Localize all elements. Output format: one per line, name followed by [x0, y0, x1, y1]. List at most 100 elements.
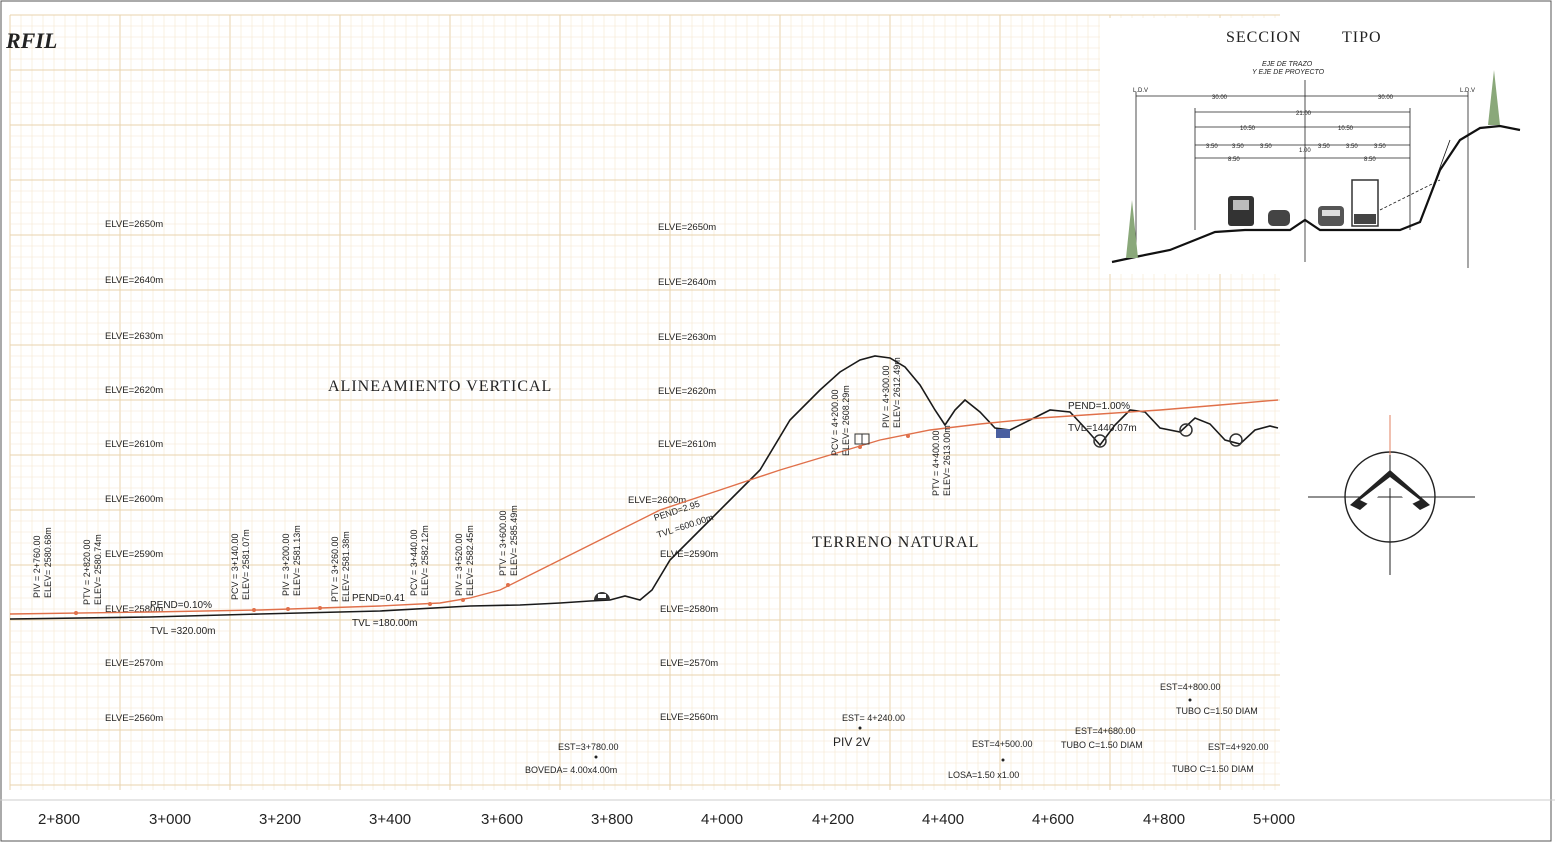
structure-label: BOVEDA= 4.00x4.00m — [525, 765, 617, 775]
vpoint-label: PIV = 3+200.00 — [281, 533, 291, 596]
svg-text:30.00: 30.00 — [1378, 95, 1394, 101]
svg-text:10.50: 10.50 — [1338, 126, 1354, 132]
vpoint-label: ELEV= 2613.00m — [942, 425, 952, 496]
grade-label: TVL =320.00m — [150, 626, 216, 637]
structure-labels: EST=3+780.00 BOVEDA= 4.00x4.00m EST= 4+2… — [525, 682, 1269, 780]
vpoint-label: PIV = 2+760.00 — [32, 535, 42, 598]
elev-label: ELVE=2640m — [658, 277, 716, 288]
structure-label: TUBO C=1.50 DIAM — [1061, 740, 1143, 750]
station-label: 5+000 — [1253, 811, 1295, 828]
elevation-labels-mid: ELVE=2650m ELVE=2640m ELVE=2630m ELVE=26… — [628, 222, 718, 723]
station-label: 3+400 — [369, 811, 411, 828]
station-label: 2+800 — [38, 811, 80, 828]
elevation-labels-left: ELVE=2650m ELVE=2640m ELVE=2630m ELVE=26… — [105, 219, 163, 724]
elev-label: ELVE=2610m — [105, 439, 163, 450]
svg-text:3.50: 3.50 — [1318, 144, 1330, 150]
station-label: 3+600 — [481, 811, 523, 828]
vpoint-label: ELEV= 2581.13m — [292, 525, 302, 596]
station-label: 4+200 — [812, 811, 854, 828]
grade-label: PEND=1.00% — [1068, 401, 1130, 412]
section-ground — [1111, 124, 1521, 264]
station-label: 4+400 — [922, 811, 964, 828]
grade-label: TVL=1440.07m — [1068, 423, 1137, 434]
elev-label: ELVE=2570m — [660, 658, 718, 669]
vpoint-label: ELEV= 2608.29m — [841, 385, 851, 456]
structure-label: EST=4+800.00 — [1160, 682, 1221, 692]
svg-text:8.50: 8.50 — [1364, 157, 1376, 163]
grade-label: TVL =180.00m — [352, 618, 418, 629]
losa-icon — [996, 429, 1010, 438]
vpoint-label: PIV = 4+300.00 — [881, 365, 891, 428]
vpoint-label: ELEV= 2582.12m — [420, 525, 430, 596]
elev-label: ELVE=2590m — [660, 549, 718, 560]
vpoint-label: ELEV= 2580.74m — [93, 534, 103, 605]
vpoint-label: PTV = 3+260.00 — [330, 536, 340, 602]
elev-label: ELVE=2580m — [660, 604, 718, 615]
elev-label: ELVE=2630m — [658, 332, 716, 343]
elev-label: ELVE=2580m — [105, 604, 163, 615]
structure-label: TUBO C=1.50 DIAM — [1176, 706, 1258, 716]
elev-label: ELVE=2620m — [658, 386, 716, 397]
vpoint-label: ELEV= 2580.68m — [43, 527, 53, 598]
vpoint-label: ELEV= 2582.45m — [465, 525, 475, 596]
structure-label: EST=4+920.00 — [1208, 742, 1269, 752]
vpoint-label: ELEV= 2612.49m — [892, 357, 902, 428]
station-label: 4+800 — [1143, 811, 1185, 828]
seccion-title: SECCION — [1226, 29, 1301, 46]
elev-label: ELVE=2570m — [105, 658, 163, 669]
vpoint-label: PTV = 3+600.00 — [498, 510, 508, 576]
station-label: 3+000 — [149, 811, 191, 828]
station-label: 4+600 — [1032, 811, 1074, 828]
grade-label: PEND=0.10% — [150, 600, 212, 611]
svg-text:8.50: 8.50 — [1228, 157, 1240, 163]
ldv-label: L.D.V — [1460, 88, 1475, 94]
station-label: 4+000 — [701, 811, 743, 828]
svg-text:3.50: 3.50 — [1206, 144, 1218, 150]
grade-points — [74, 434, 910, 615]
structure-markers — [594, 423, 1243, 600]
structure-label: EST=4+500.00 — [972, 739, 1033, 749]
vehicle-icons — [1228, 179, 1379, 227]
tubo-icon — [1229, 433, 1243, 447]
vpoint-label: PIV = 3+520.00 — [454, 533, 464, 596]
seccion-tipo: SECCION TIPO EJE DE TRAZO Y EJE DE PROYE… — [1100, 18, 1540, 274]
vpoint-label: PTV = 2+820.00 — [82, 539, 92, 605]
elev-label: ELVE=2630m — [105, 331, 163, 342]
svg-text:21.00: 21.00 — [1296, 111, 1312, 117]
vpoint-label: PCV = 3+440.00 — [409, 529, 419, 596]
grade-label: PEND=0.41 — [352, 593, 406, 604]
vpoint-label: PTV = 4+400.00 — [931, 430, 941, 496]
vpoint-label: PCV = 3+140.00 — [230, 533, 240, 600]
structure-label: PIV 2V — [833, 735, 870, 749]
svg-text:3.50: 3.50 — [1260, 144, 1272, 150]
north-arrow-icon — [1308, 415, 1475, 575]
station-labels: 2+800 3+000 3+200 3+400 3+600 3+800 4+00… — [38, 811, 1295, 828]
terrain-line — [9, 355, 1279, 620]
elev-label: ELVE=2650m — [105, 219, 163, 230]
alineamiento-title: ALINEAMIENTO VERTICAL — [328, 378, 552, 395]
grade-line — [9, 399, 1279, 615]
svg-text:30.00: 30.00 — [1212, 95, 1228, 101]
frame-title: RFIL — [5, 28, 57, 53]
station-label: 3+200 — [259, 811, 301, 828]
svg-text:3.50: 3.50 — [1232, 144, 1244, 150]
tipo-title: TIPO — [1342, 29, 1382, 46]
structure-label: EST=3+780.00 — [558, 742, 619, 752]
elev-label: ELVE=2560m — [660, 712, 718, 723]
tubo-icon — [1179, 423, 1193, 437]
eje-label: EJE DE TRAZO — [1262, 61, 1313, 68]
tree-icons — [1126, 70, 1500, 258]
vpoint-label: ELEV= 2581.38m — [341, 531, 351, 602]
structure-label: TUBO C=1.50 DIAM — [1172, 764, 1254, 774]
vpoint-label: ELEV= 2585.49m — [509, 505, 519, 576]
elev-label: ELVE=2610m — [658, 439, 716, 450]
ldv-label: L.D.V — [1133, 88, 1148, 94]
station-label: 3+800 — [591, 811, 633, 828]
vpoint-label: ELEV= 2581.07m — [241, 529, 251, 600]
structure-label: LOSA=1.50 x1.00 — [948, 770, 1019, 780]
tubo-icon — [1093, 434, 1107, 448]
elev-label: ELVE=2590m — [105, 549, 163, 560]
elev-label: ELVE=2640m — [105, 275, 163, 286]
